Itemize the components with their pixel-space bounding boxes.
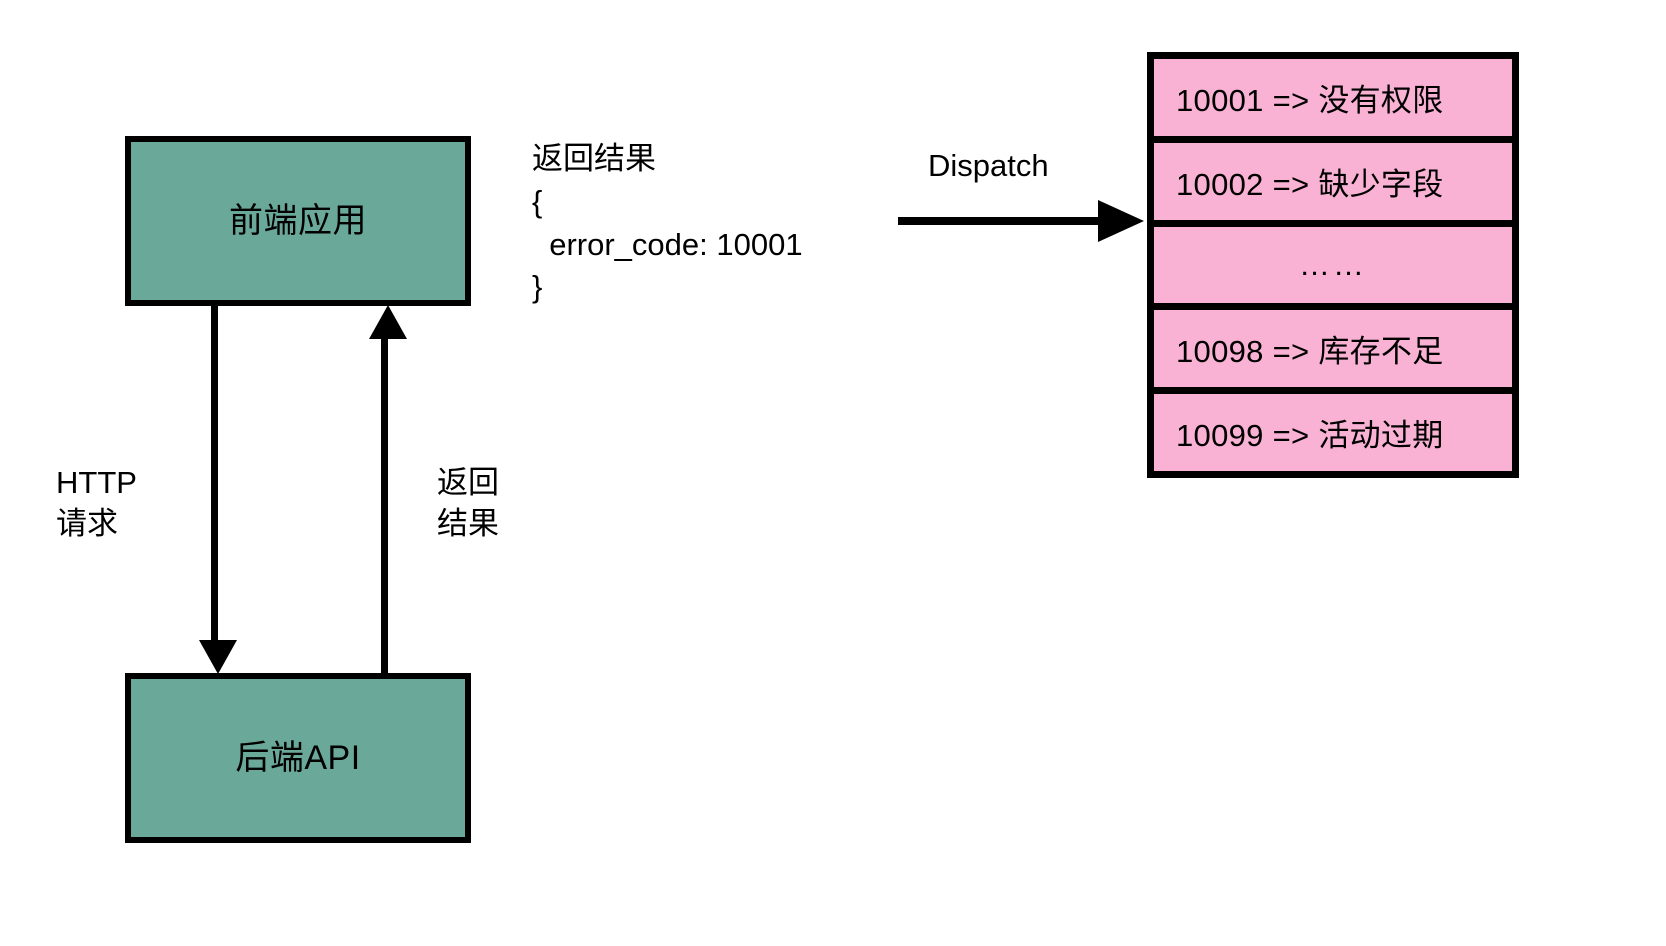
- node-backend-api-label: 后端API: [235, 738, 361, 777]
- error-code-table: 10001 => 没有权限 10002 => 缺少字段 …… 10098 => …: [1147, 52, 1519, 478]
- error-code-row: 10001 => 没有权限: [1154, 59, 1512, 143]
- edge-label-response: 返回 结果: [437, 465, 499, 542]
- error-code-row-text: 10099 => 活动过期: [1176, 418, 1444, 454]
- edge-label-http-request: HTTP 请求: [56, 465, 137, 542]
- node-frontend-app-label: 前端应用: [229, 201, 367, 240]
- error-code-row: 10098 => 库存不足: [1154, 310, 1512, 395]
- response-arrowhead-icon: [369, 305, 407, 339]
- error-code-row-text: ……: [1299, 246, 1367, 282]
- node-frontend-app[interactable]: 前端应用: [125, 136, 471, 306]
- response-arrow-line: [381, 338, 388, 678]
- request-arrowhead-icon: [199, 640, 237, 674]
- request-arrow-line: [211, 303, 218, 648]
- dispatch-arrowhead-icon: [1098, 200, 1144, 242]
- error-code-row-text: 10098 => 库存不足: [1176, 334, 1444, 370]
- error-code-row-ellipsis: ……: [1154, 226, 1512, 311]
- response-payload-annotation: 返回结果 { error_code: 10001 }: [532, 141, 803, 305]
- error-code-row-text: 10002 => 缺少字段: [1176, 166, 1444, 202]
- dispatch-arrow-line: [898, 217, 1110, 225]
- node-backend-api[interactable]: 后端API: [125, 673, 471, 843]
- edge-label-dispatch: Dispatch: [928, 148, 1049, 183]
- error-code-row: 10099 => 活动过期: [1154, 394, 1512, 471]
- error-code-row-text: 10001 => 没有权限: [1176, 82, 1444, 118]
- error-code-row: 10002 => 缺少字段: [1154, 142, 1512, 227]
